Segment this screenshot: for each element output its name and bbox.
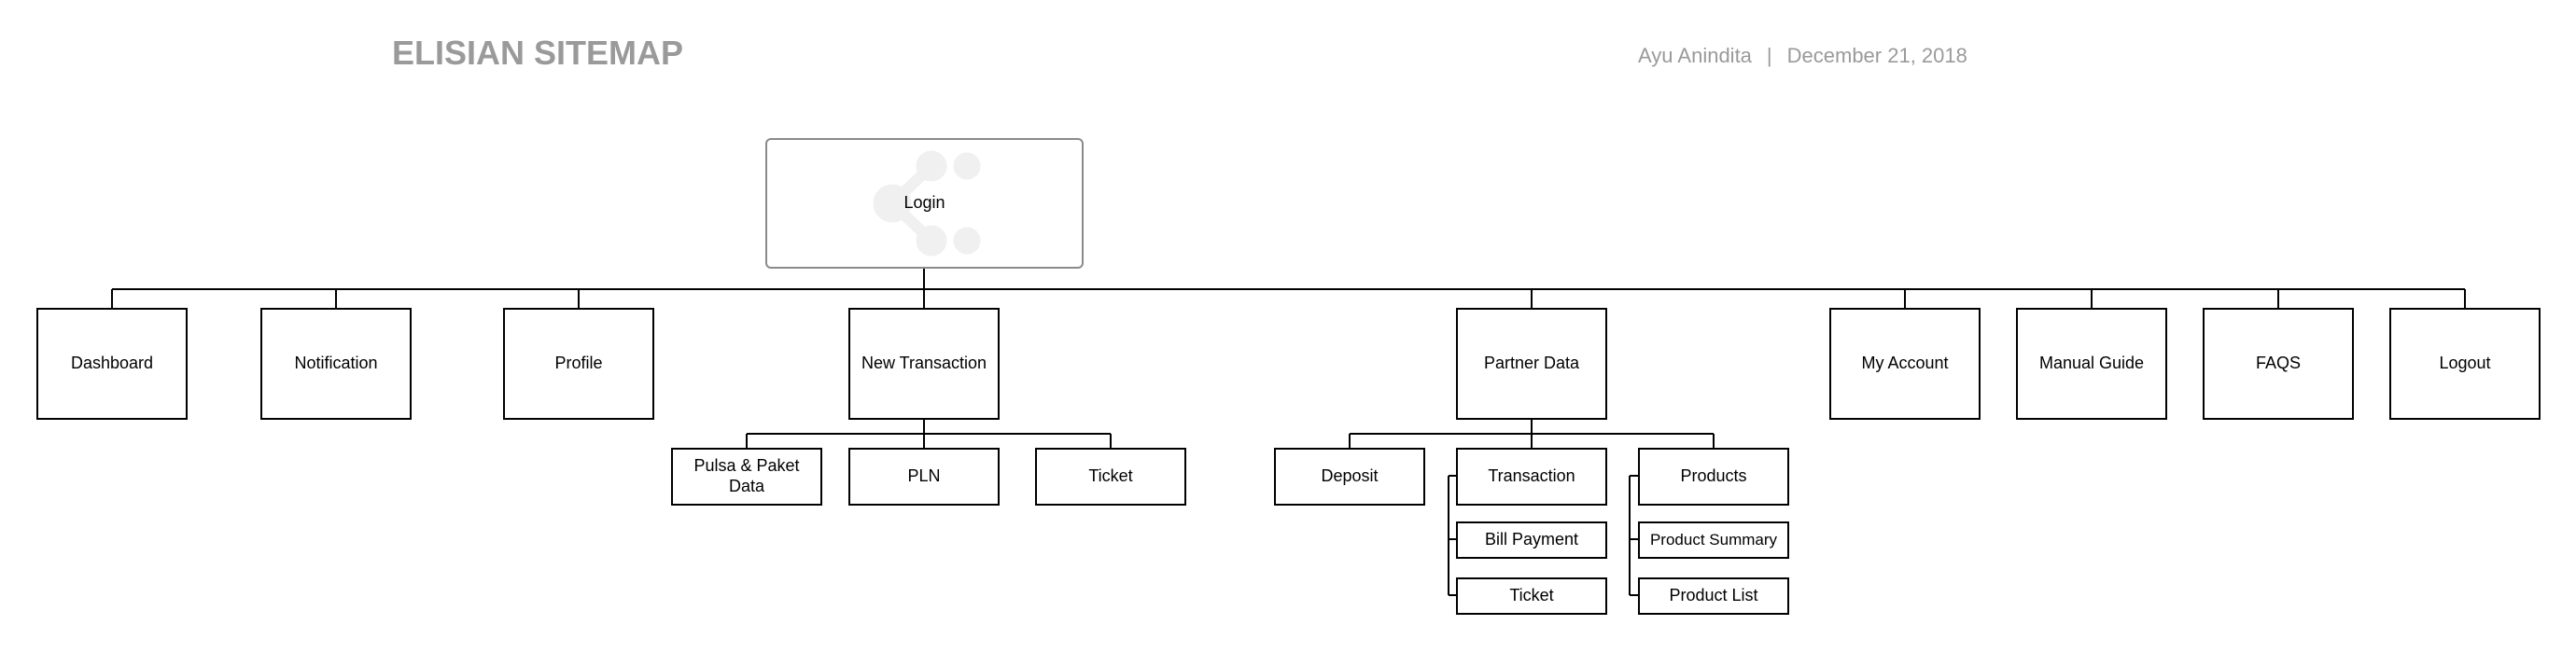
- node-faqs: FAQS: [2203, 308, 2354, 420]
- node-pulsa-paket-data: Pulsa & Paket Data: [671, 448, 822, 506]
- node-transaction-ticket: Ticket: [1456, 577, 1607, 615]
- node-manual-guide: Manual Guide: [2016, 308, 2167, 420]
- node-partner-data: Partner Data: [1456, 308, 1607, 420]
- node-my-account: My Account: [1829, 308, 1981, 420]
- author-name: Ayu Anindita: [1638, 44, 1752, 67]
- node-dashboard: Dashboard: [36, 308, 188, 420]
- share-logo-icon: [873, 150, 981, 257]
- node-products: Products: [1638, 448, 1789, 506]
- page-title: ELISIAN SITEMAP: [392, 34, 684, 72]
- node-new-transaction: New Transaction: [848, 308, 1000, 420]
- author-date-line: Ayu Anindita | December 21, 2018: [1638, 44, 1967, 68]
- separator: |: [1766, 44, 1772, 67]
- node-deposit: Deposit: [1274, 448, 1425, 506]
- node-transaction: Transaction: [1456, 448, 1607, 506]
- node-pln: PLN: [848, 448, 1000, 506]
- node-profile: Profile: [503, 308, 654, 420]
- node-ticket: Ticket: [1035, 448, 1186, 506]
- node-product-summary: Product Summary: [1638, 521, 1789, 559]
- node-bill-payment: Bill Payment: [1456, 521, 1607, 559]
- node-product-list: Product List: [1638, 577, 1789, 615]
- date-text: December 21, 2018: [1786, 44, 1967, 67]
- node-logout: Logout: [2389, 308, 2541, 420]
- node-login: Login: [765, 138, 1084, 269]
- node-notification: Notification: [260, 308, 412, 420]
